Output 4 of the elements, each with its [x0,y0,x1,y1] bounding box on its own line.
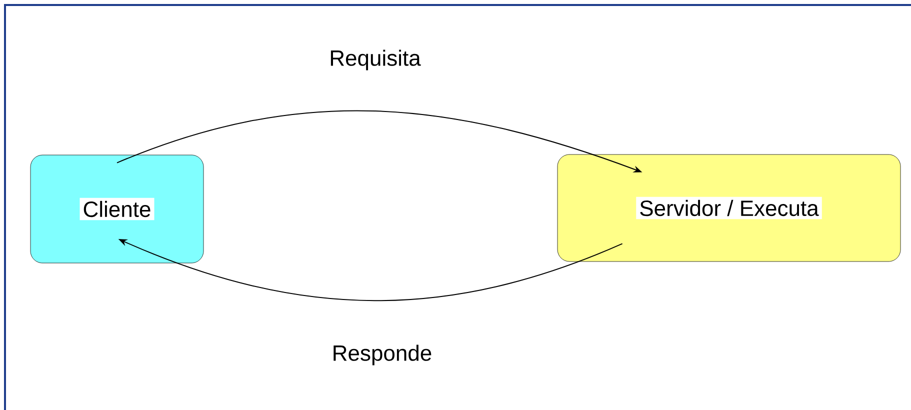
edge-label: Requisita [327,48,423,72]
process-box: Servidor / Executa [557,154,901,262]
process-box: Cliente [30,154,204,264]
edge-label: Responde [330,342,434,368]
